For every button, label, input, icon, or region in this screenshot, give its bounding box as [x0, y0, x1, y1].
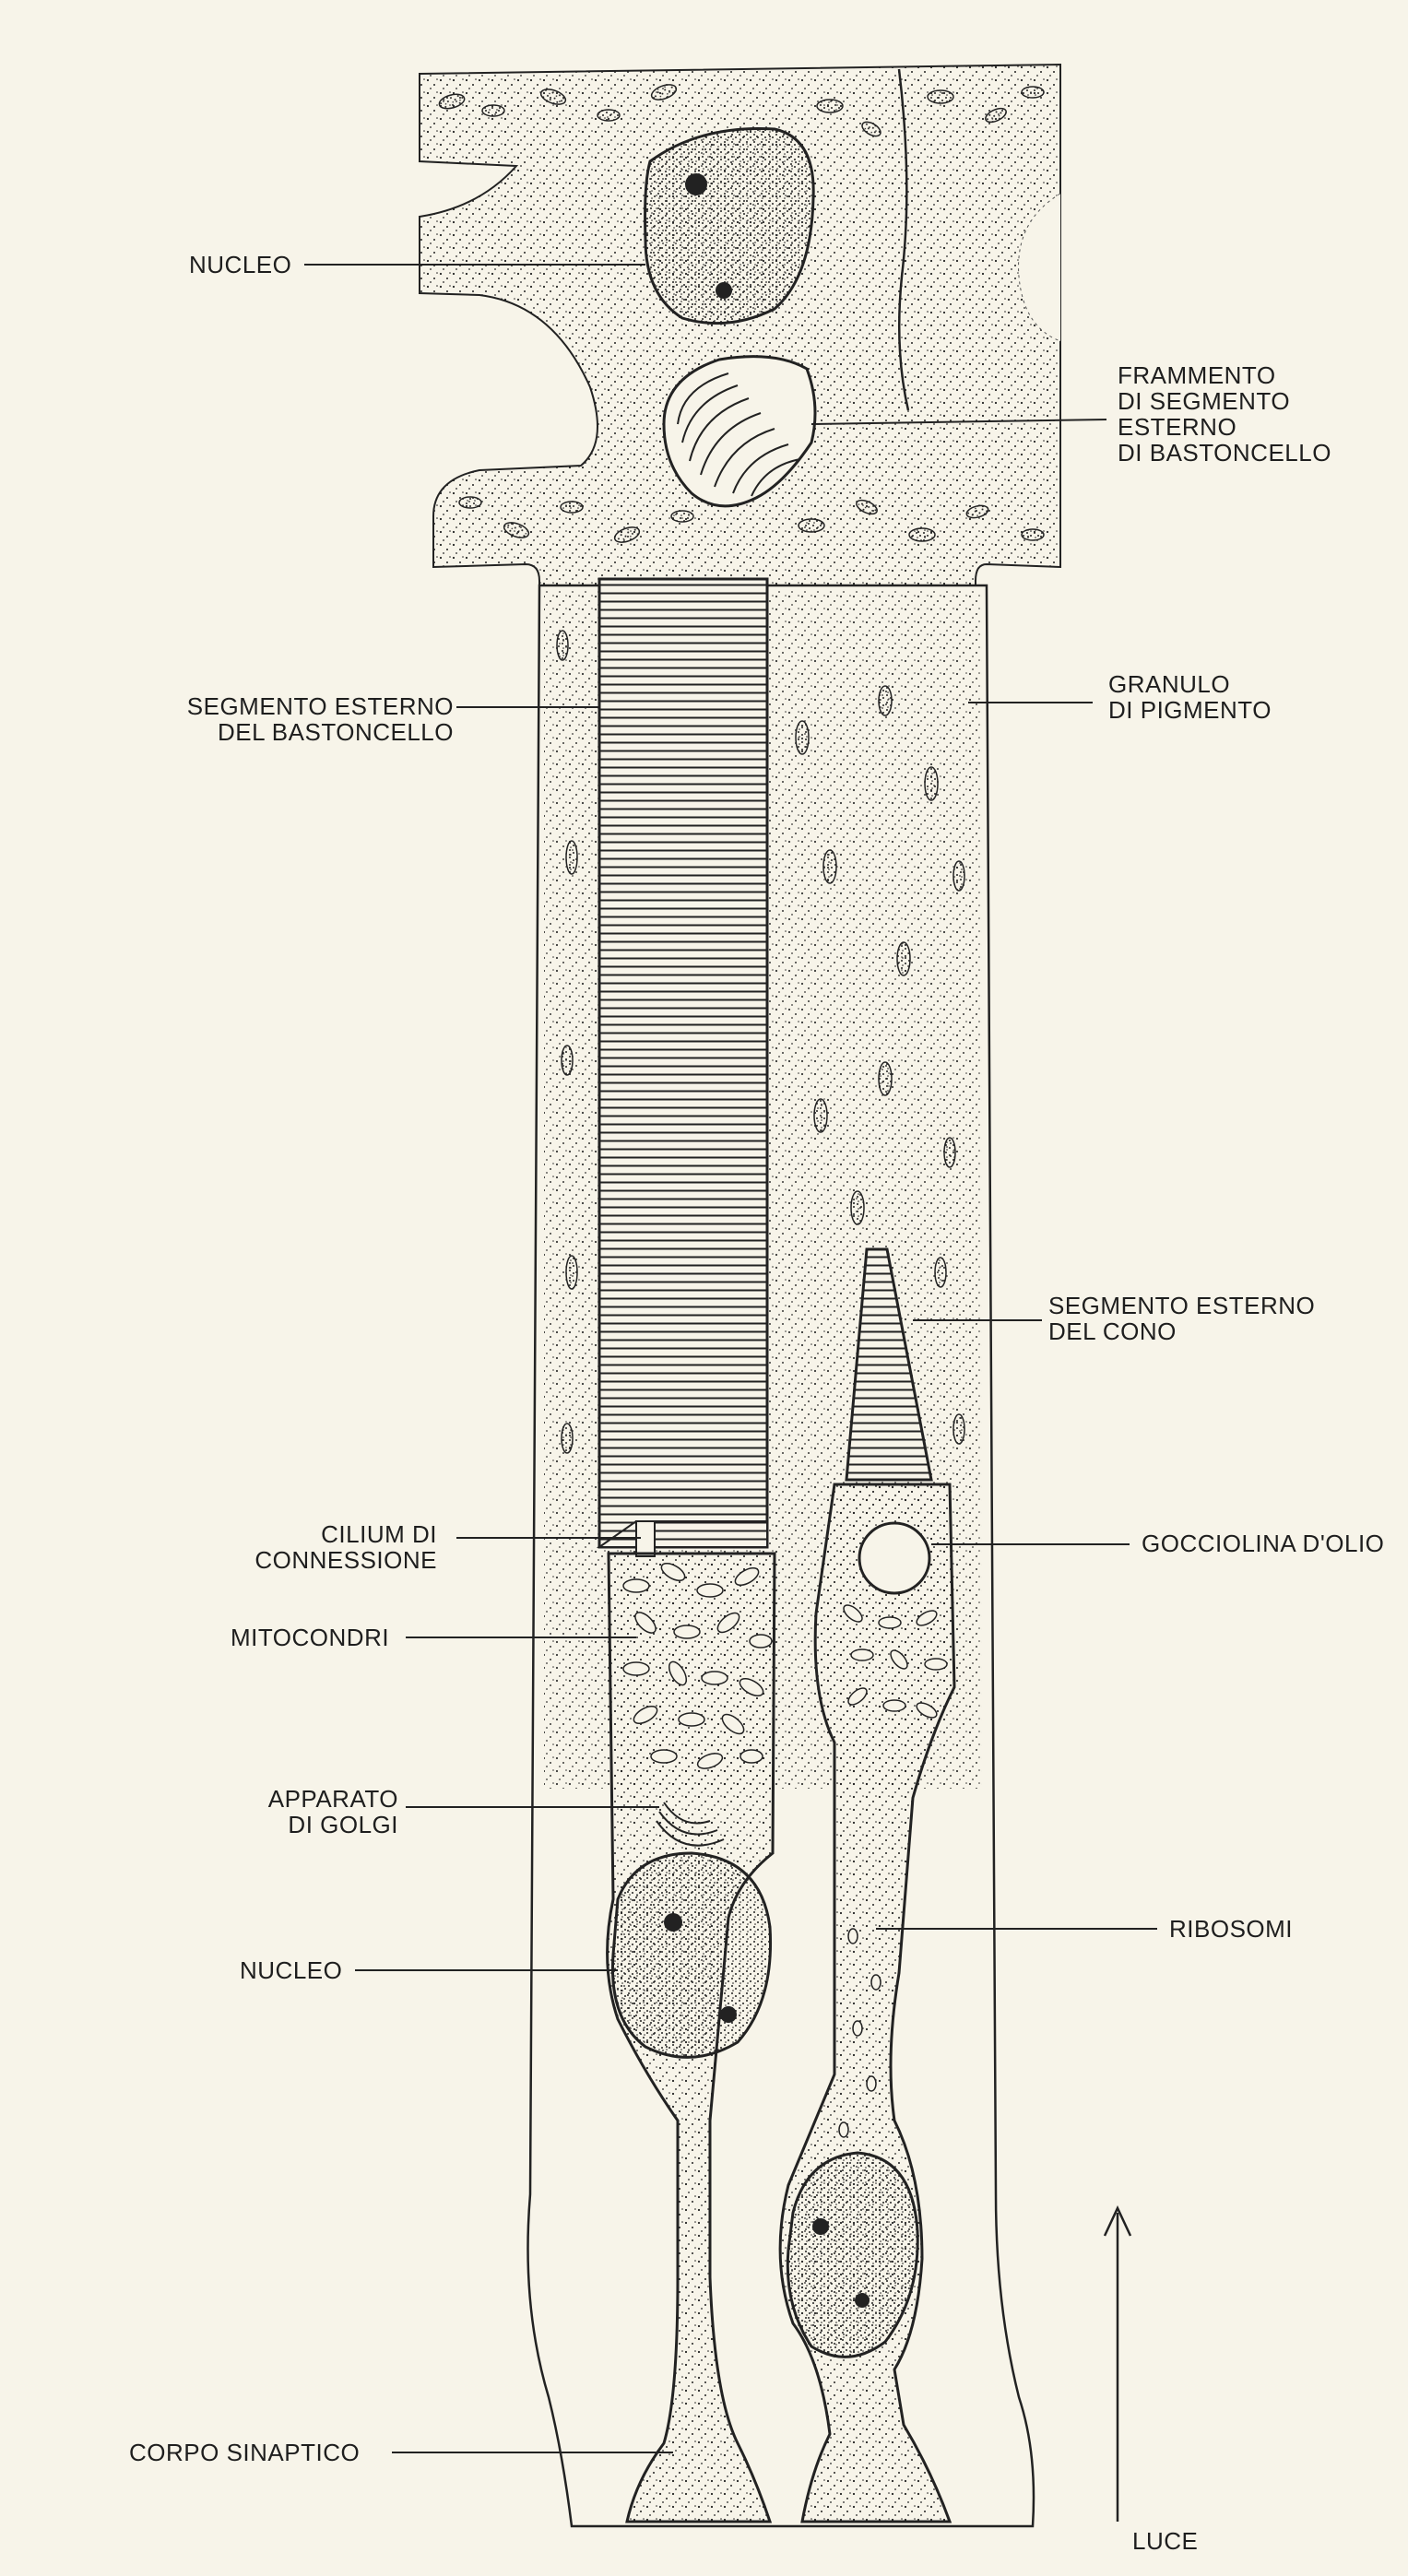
label-nucleo-bottom: NUCLEO [240, 1956, 343, 1984]
label-golgi: APPARATO DI GOLGI [258, 1786, 398, 1837]
pigment-granules-top [438, 84, 1045, 543]
label-granulo: GRANULO DI PIGMENTO [1108, 671, 1272, 723]
label-segmento-cono-2: DEL CONO [1048, 1318, 1177, 1345]
label-segmento-cono-1: SEGMENTO ESTERNO [1048, 1292, 1316, 1319]
rod-cell [606, 1552, 776, 2523]
label-corpo-sinaptico: CORPO SINAPTICO [129, 2439, 361, 2466]
light-arrow [1103, 2205, 1132, 2522]
label-segmento-bastoncello-2: DEL BASTONCELLO [217, 718, 454, 746]
label-segmento-bastoncello-1: SEGMENTO ESTERNO [186, 692, 454, 720]
label-nucleo-top: NUCLEO [189, 251, 292, 278]
label-ribosomi: RIBOSOMI [1169, 1915, 1294, 1943]
label-frammento-2: DI SEGMENTO [1118, 387, 1291, 415]
oil-droplet [858, 1521, 931, 1595]
label-frammento: FRAMMENTO DI SEGMENTO ESTERNO DI BASTONC… [1118, 362, 1331, 466]
pigment-epithelium [419, 63, 1061, 586]
rod-outer-segment [598, 577, 769, 1549]
nucleus-rod [610, 1851, 773, 2059]
label-cilium: CILIUM DI CONNESSIONE [242, 1521, 437, 1573]
label-golgi-2: DI GOLGI [288, 1811, 398, 1838]
label-segmento-cono: SEGMENTO ESTERNO DEL CONO [1048, 1293, 1315, 1344]
rod-mitochondria [622, 1562, 773, 1769]
label-granulo-2: DI PIGMENTO [1108, 696, 1272, 724]
cell-boundary [897, 68, 910, 411]
label-frammento-4: DI BASTONCELLO [1118, 439, 1331, 467]
label-gocciolina: GOCCIOLINA D'OLIO [1142, 1530, 1385, 1557]
label-mitocondri: MITOCONDRI [231, 1624, 390, 1651]
cone-mitochondria [843, 1604, 948, 1719]
nucleus-top [644, 126, 815, 325]
label-frammento-3: ESTERNO [1118, 413, 1237, 441]
label-golgi-1: APPARATO [267, 1785, 398, 1813]
leader-lines [304, 264, 1157, 2453]
ribosomes [838, 1928, 881, 2138]
golgi-apparatus [656, 1802, 725, 1847]
pigment-granules-processes [556, 630, 965, 1454]
label-luce: LUCE [1132, 2527, 1199, 2555]
label-frammento-1: FRAMMENTO [1118, 361, 1276, 389]
cone-cell [778, 1483, 956, 2523]
nucleus-cone [786, 2151, 919, 2358]
label-segmento-bastoncello: SEGMENTO ESTERNO DEL BASTONCELLO [166, 693, 454, 745]
cone-outer-segment [845, 1247, 933, 1482]
rod-fragment-phagosome [662, 355, 817, 508]
label-cilium-2: CONNESSIONE [254, 1546, 437, 1574]
label-granulo-1: GRANULO [1108, 670, 1231, 698]
label-cilium-1: CILIUM DI [321, 1520, 437, 1548]
